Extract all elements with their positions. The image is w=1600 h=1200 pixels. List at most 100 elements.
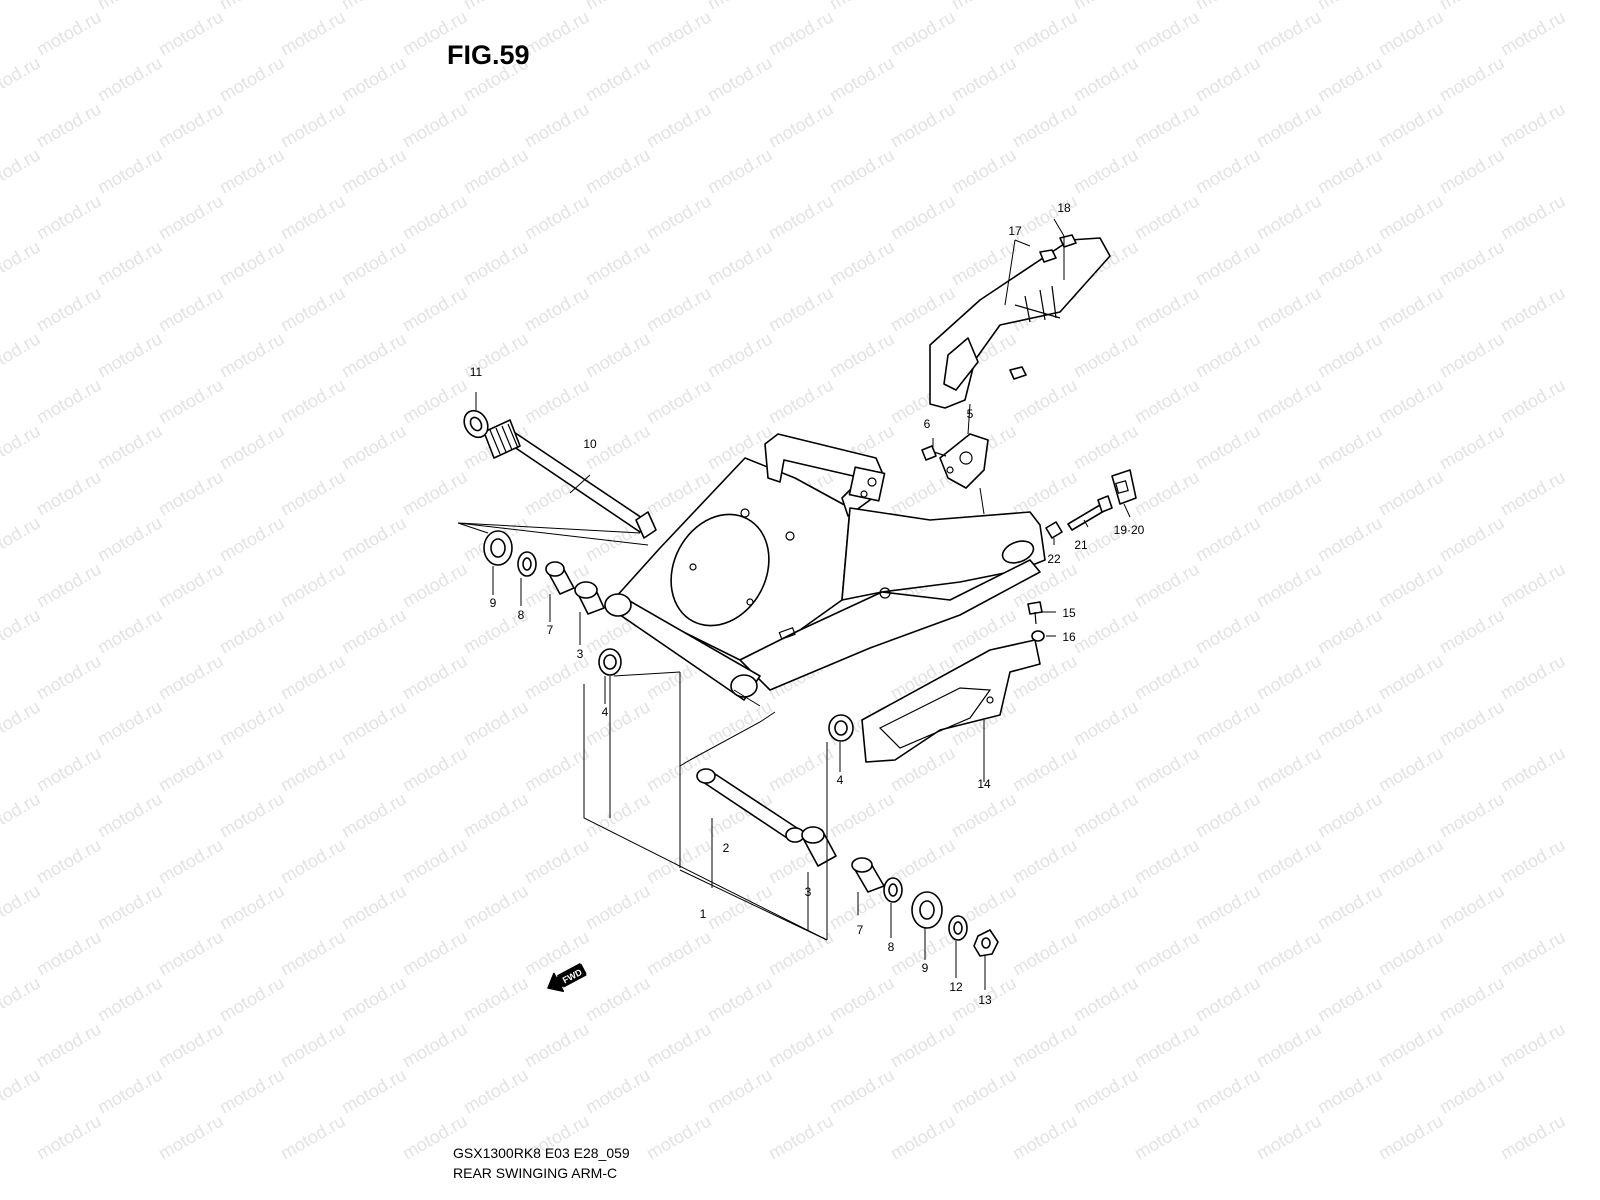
watermark-text: motod.ru (338, 145, 410, 198)
watermark-text: motod.ru (1375, 927, 1447, 980)
watermark-text: motod.ru (1436, 145, 1508, 198)
callout-9-right: 9 (922, 961, 929, 975)
watermark-text: motod.ru (1375, 743, 1447, 796)
watermark-text: motod.ru (338, 237, 410, 290)
watermark-text: motod.ru (765, 927, 837, 980)
watermark-text: motod.ru (0, 421, 44, 474)
watermark-text: motod.ru (582, 973, 654, 1026)
watermark-text: motod.ru (1253, 835, 1325, 888)
watermark-text: motod.ru (1253, 927, 1325, 980)
watermark-text: motod.ru (399, 927, 471, 980)
watermark-text: motod.ru (1192, 145, 1264, 198)
watermark-text: motod.ru (460, 697, 532, 750)
watermark-text: motod.ru (155, 835, 227, 888)
watermark-text: motod.ru (1314, 973, 1386, 1026)
watermark-text: motod.ru (1131, 191, 1203, 244)
watermark-text: motod.ru (1253, 467, 1325, 520)
watermark-text: motod.ru (399, 1019, 471, 1072)
watermark-text: motod.ru (643, 1019, 715, 1072)
watermark-text: motod.ru (277, 1019, 349, 1072)
watermark-text: motod.ru (826, 53, 898, 106)
watermark-text: motod.ru (1009, 1111, 1081, 1164)
watermark-text: motod.ru (704, 1065, 776, 1118)
watermark-text: motod.ru (155, 1111, 227, 1164)
watermark-text: motod.ru (765, 375, 837, 428)
watermark-text: motod.ru (94, 881, 166, 934)
watermark-text: motod.ru (216, 605, 288, 658)
watermark-text: motod.ru (582, 697, 654, 750)
callout-7-left: 7 (547, 623, 554, 637)
watermark-text: motod.ru (0, 973, 44, 1026)
watermark-text: motod.ru (765, 99, 837, 152)
watermark-text: motod.ru (1070, 789, 1142, 842)
watermark-text: motod.ru (704, 0, 776, 13)
watermark-text: motod.ru (887, 191, 959, 244)
watermark-text: motod.ru (1375, 191, 1447, 244)
watermark-text: motod.ru (460, 1065, 532, 1118)
watermark-text: motod.ru (1497, 191, 1569, 244)
watermark-text: motod.ru (155, 927, 227, 980)
watermark-text: motod.ru (521, 191, 593, 244)
watermark-text: motod.ru (155, 651, 227, 704)
watermark-text: motod.ru (338, 513, 410, 566)
watermark-text: motod.ru (521, 7, 593, 60)
watermark-text: motod.ru (338, 881, 410, 934)
watermark-text: motod.ru (1314, 789, 1386, 842)
right-washer (883, 877, 903, 903)
watermark-text: motod.ru (338, 789, 410, 842)
watermark-text: motod.ru (765, 7, 837, 60)
watermark-text: motod.ru (277, 283, 349, 336)
watermark-text: motod.ru (33, 191, 105, 244)
callout-18: 18 (1057, 201, 1071, 215)
callout-3-left: 3 (577, 647, 584, 661)
watermark-text: motod.ru (1192, 605, 1264, 658)
watermark-text: motod.ru (277, 927, 349, 980)
callout-16: 16 (1062, 630, 1076, 644)
watermark-text: motod.ru (94, 513, 166, 566)
watermark-text: motod.ru (399, 375, 471, 428)
watermark-text: motod.ru (460, 0, 532, 13)
callout-11: 11 (470, 365, 483, 379)
watermark-text: motod.ru (155, 743, 227, 796)
watermark-text: motod.ru (1497, 835, 1569, 888)
watermark-text: motod.ru (1375, 7, 1447, 60)
watermark-text: motod.ru (216, 421, 288, 474)
watermark-text: motod.ru (1314, 421, 1386, 474)
watermark-text: motod.ru (643, 375, 715, 428)
watermark-text: motod.ru (33, 7, 105, 60)
watermark-text: motod.ru (1192, 973, 1264, 1026)
watermark-text: motod.ru (1009, 375, 1081, 428)
watermark-text: motod.ru (33, 1111, 105, 1164)
watermark-text: motod.ru (216, 697, 288, 750)
watermark-text: motod.ru (1192, 1065, 1264, 1118)
watermark-text: motod.ru (94, 53, 166, 106)
watermark-text: motod.ru (704, 973, 776, 1026)
chain-adjuster-bolt (1067, 495, 1113, 531)
watermark-text: motod.ru (704, 329, 776, 382)
watermark-text: motod.ru (277, 467, 349, 520)
callout-8-left: 8 (518, 608, 525, 622)
watermark-text: motod.ru (1192, 697, 1264, 750)
watermark-text: motod.ru (0, 0, 44, 13)
watermark-text: motod.ru (0, 605, 44, 658)
watermark-text: motod.ru (1070, 697, 1142, 750)
watermark-text: motod.ru (1131, 467, 1203, 520)
watermark-text: motod.ru (521, 835, 593, 888)
callout-17: 17 (1008, 224, 1022, 238)
watermark-text: motod.ru (704, 881, 776, 934)
left-bushing (545, 561, 575, 595)
watermark-text: motod.ru (1375, 99, 1447, 152)
watermark-text: motod.ru (0, 789, 44, 842)
watermark-text: motod.ru (399, 191, 471, 244)
watermark-text: motod.ru (704, 237, 776, 290)
watermark-text: motod.ru (94, 789, 166, 842)
watermark-text: motod.ru (0, 53, 44, 106)
right-seal (911, 891, 943, 929)
watermark-text: motod.ru (338, 973, 410, 1026)
watermark-text: motod.ru (643, 191, 715, 244)
watermark-text: motod.ru (582, 53, 654, 106)
watermark-text: motod.ru (643, 1111, 715, 1164)
watermark-text: motod.ru (1436, 0, 1508, 13)
watermark-text: motod.ru (826, 0, 898, 13)
